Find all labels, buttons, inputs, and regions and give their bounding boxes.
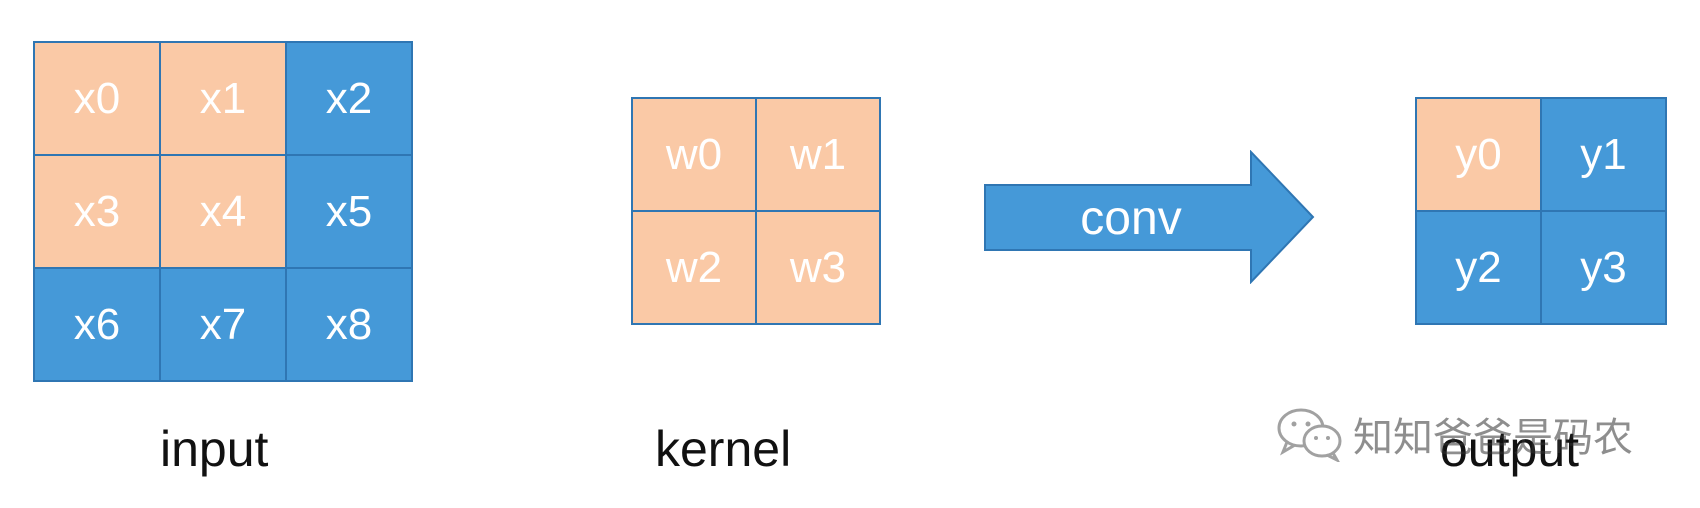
conv-label: conv xyxy=(1080,192,1181,245)
input-cell-x7: x7 xyxy=(159,267,287,382)
watermark-text: 知知爸爸是码农 xyxy=(1353,415,1633,461)
watermark: 知知爸爸是码农 xyxy=(1275,405,1633,463)
input-cell-x0: x0 xyxy=(33,41,161,156)
input-caption: input xyxy=(160,421,269,477)
input-cell-x8: x8 xyxy=(285,267,413,382)
output-cell-y2: y2 xyxy=(1415,210,1542,325)
output-cell-y0: y0 xyxy=(1415,97,1542,212)
kernel-cell-w3: w3 xyxy=(755,210,881,325)
kernel-cell-w1: w1 xyxy=(755,97,881,212)
kernel-cell-w2: w2 xyxy=(631,210,757,325)
input-cell-x6: x6 xyxy=(33,267,161,382)
input-cell-x3: x3 xyxy=(33,154,161,269)
kernel-caption: kernel xyxy=(655,421,792,477)
input-cell-x4: x4 xyxy=(159,154,287,269)
conv-arrow: conv xyxy=(984,150,1315,284)
conv-arrow-shape xyxy=(984,150,1315,284)
input-cell-x2: x2 xyxy=(285,41,413,156)
wechat-icon xyxy=(1277,408,1342,462)
output-cell-y1: y1 xyxy=(1540,97,1667,212)
output-caption: output xyxy=(1440,421,1580,477)
output-cell-y3: y3 xyxy=(1540,210,1667,325)
kernel-cell-w0: w0 xyxy=(631,97,757,212)
input-cell-x1: x1 xyxy=(159,41,287,156)
input-cell-x5: x5 xyxy=(285,154,413,269)
